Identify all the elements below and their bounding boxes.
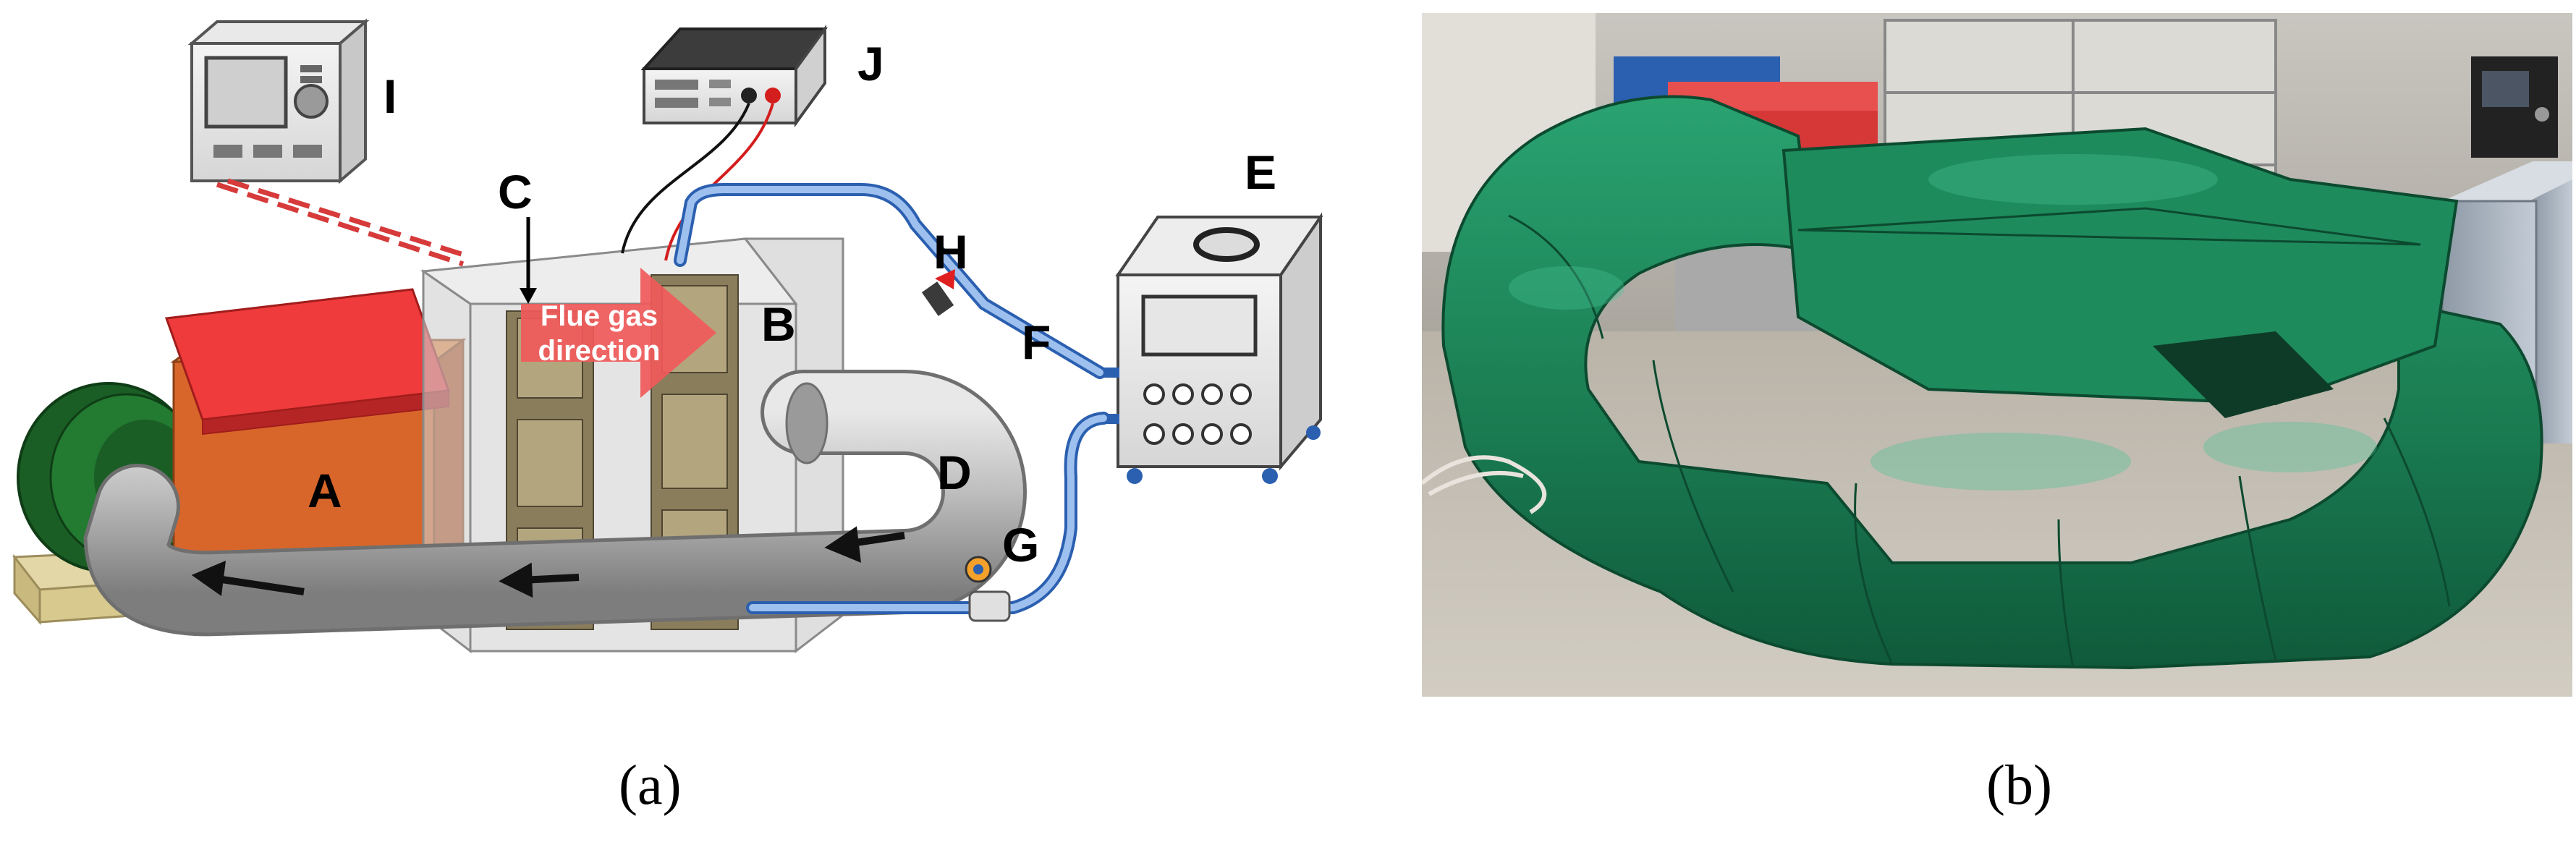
green-insulation <box>1441 95 2543 670</box>
experimental-rig-photo <box>1422 13 2572 697</box>
caption-a: (a) <box>619 753 682 816</box>
data-logger-i <box>187 18 472 267</box>
label-f: F <box>1022 315 1051 369</box>
label-h: H <box>933 225 968 279</box>
schematic-panel: A B C D E F G H I J Flue gas direction (… <box>12 18 1323 816</box>
label-a: A <box>308 464 342 517</box>
floor-cables <box>1422 455 1547 514</box>
circulation-pipe-d <box>83 370 1027 637</box>
label-d: D <box>937 446 972 499</box>
photo-panel <box>1422 13 2572 697</box>
pointer-c <box>520 217 537 304</box>
flowmeter-g <box>965 556 1011 622</box>
coolant-hoses-f <box>674 183 1110 614</box>
flue-gas-arrow-text: Flue gas direction <box>527 299 671 368</box>
label-c: C <box>498 165 533 218</box>
label-i: I <box>384 69 397 123</box>
label-e: E <box>1245 145 1277 199</box>
flue-gas-arrow <box>521 268 716 398</box>
caption-b: (b) <box>1986 753 2052 816</box>
label-g: G <box>1002 518 1040 572</box>
power-supply-j <box>621 24 828 261</box>
valve-h <box>921 269 955 316</box>
water-bath-e <box>1103 212 1323 484</box>
schematic-drawing <box>12 18 1323 654</box>
flue-gas-line-1: Flue gas <box>540 300 658 332</box>
flue-gas-line-2: direction <box>538 335 661 367</box>
label-j: J <box>857 37 884 90</box>
flow-arrows-pipe <box>191 526 905 598</box>
label-b: B <box>761 297 796 351</box>
